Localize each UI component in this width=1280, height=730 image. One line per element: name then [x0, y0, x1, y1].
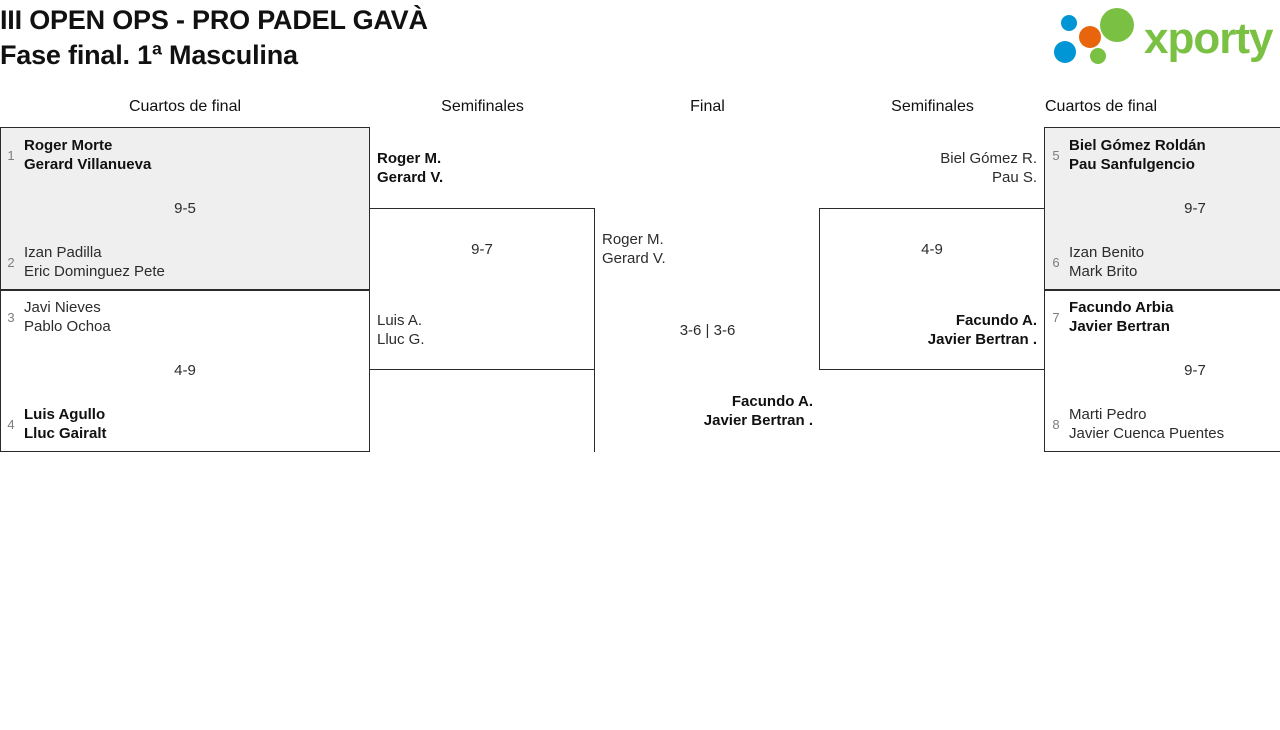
player-name-1: Biel Gómez Roldán	[1069, 137, 1206, 154]
score-qf3: 9-7	[1184, 200, 1206, 217]
tournament-phase: Fase final. 1ª Masculina	[0, 40, 298, 70]
page-title: III OPEN OPS - PRO PADEL GAVÀ Fase final…	[0, 0, 800, 73]
team-sf1-top[interactable]: Roger M. Gerard V.	[377, 149, 443, 187]
player-name-1: Luis A.	[377, 312, 423, 329]
round-header-quarterfinals-right: Cuartos de final	[1045, 98, 1158, 115]
match-box-sf1[interactable]	[369, 208, 595, 370]
player-name-1: Roger Morte	[24, 137, 113, 154]
player-name-1: Facundo A.	[731, 393, 813, 410]
player-name-1: Luis Agullo	[24, 406, 106, 423]
player-name-2: Lluc Gairalt	[24, 425, 107, 442]
logo-dot-orange	[1079, 26, 1101, 48]
logo-dot-blue-top	[1061, 15, 1077, 31]
seed-number: 7	[1052, 309, 1060, 325]
seed-number: 3	[7, 309, 15, 325]
team-qf2-bottom[interactable]: 4 Luis Agullo Lluc Gairalt	[6, 405, 107, 443]
player-name-2: Gerard V.	[377, 169, 444, 186]
seed-number: 4	[7, 416, 15, 432]
score-sf1: 9-7	[471, 241, 493, 258]
tournament-name: III OPEN OPS - PRO PADEL GAVÀ	[0, 5, 428, 35]
score-final: 3-6 | 3-6	[679, 322, 736, 339]
player-name-2: Pau Sanfulgencio	[1069, 156, 1195, 173]
player-name-2: Lluc G.	[377, 331, 425, 348]
player-name-2: Pau S.	[991, 169, 1037, 186]
player-name-2: Eric Dominguez Pete	[24, 263, 165, 280]
player-name-1: Marti Pedro	[1069, 406, 1147, 423]
score-qf1: 9-5	[174, 200, 196, 217]
player-name-1: Izan Padilla	[24, 244, 102, 261]
svg-text:xporty: xporty	[1144, 14, 1274, 63]
player-name-2: Javier Bertran .	[927, 331, 1037, 348]
player-name-2: Javier Bertran	[1069, 318, 1170, 335]
round-header-semifinals-right: Semifinales	[891, 98, 974, 115]
seed-number: 2	[7, 254, 15, 270]
seed-number: 5	[1052, 147, 1060, 163]
player-name-1: Javi Nieves	[24, 299, 101, 316]
team-qf4-top[interactable]: 7 Facundo Arbia Javier Bertran	[1051, 298, 1173, 336]
team-final-right[interactable]: Facundo A. Javier Bertran .	[595, 392, 813, 430]
match-box-qf1[interactable]	[0, 127, 370, 290]
player-name-2: Gerard Villanueva	[24, 156, 152, 173]
seed-number: 6	[1052, 254, 1060, 270]
player-name-1: Roger M.	[377, 150, 442, 167]
score-sf2: 4-9	[921, 241, 943, 258]
match-box-sf2[interactable]	[819, 208, 1045, 370]
match-box-qf2[interactable]	[0, 290, 370, 452]
score-qf2: 4-9	[174, 362, 196, 379]
player-name-2: Gerard V.	[602, 250, 666, 267]
team-sf1-bottom[interactable]: Luis A. Lluc G.	[377, 311, 425, 349]
player-name-1: Facundo A.	[955, 312, 1037, 329]
round-header-semifinals-left: Semifinales	[441, 98, 524, 115]
final-rail-left	[594, 290, 595, 452]
team-qf3-top[interactable]: 5 Biel Gómez Roldán Pau Sanfulgencio	[1051, 136, 1206, 174]
seed-number: 8	[1052, 416, 1060, 432]
round-header-final: Final	[690, 98, 725, 115]
team-sf2-top[interactable]: Biel Gómez R. Pau S.	[827, 149, 1037, 187]
player-name-1: Izan Benito	[1069, 244, 1145, 261]
logo-dot-blue-bottom	[1054, 41, 1076, 63]
score-qf4: 9-7	[1184, 362, 1206, 379]
team-sf2-bottom[interactable]: Facundo A. Javier Bertran .	[827, 311, 1037, 349]
team-qf3-bottom[interactable]: 6 Izan Benito Mark Brito	[1051, 243, 1144, 281]
player-name-2: Mark Brito	[1069, 263, 1138, 280]
team-qf2-top[interactable]: 3 Javi Nieves Pablo Ochoa	[6, 298, 111, 336]
match-box-qf4[interactable]	[1044, 290, 1280, 452]
player-name-1: Facundo Arbia	[1069, 299, 1174, 316]
team-final-left[interactable]: Roger M. Gerard V.	[602, 230, 666, 268]
player-name-2: Javier Bertran .	[703, 412, 813, 429]
logo-dot-green-small	[1090, 48, 1106, 64]
round-header-quarterfinals-left: Cuartos de final	[128, 98, 242, 115]
player-name-2: Pablo Ochoa	[24, 318, 111, 335]
xporty-logo[interactable]: xporty	[1044, 6, 1274, 68]
team-qf1-top[interactable]: 1 Roger Morte Gerard Villanueva	[6, 136, 151, 174]
player-name-2: Javier Cuenca Puentes	[1069, 425, 1225, 442]
match-box-qf3[interactable]	[1044, 127, 1280, 290]
logo-dot-green-large	[1100, 8, 1134, 42]
team-qf4-bottom[interactable]: 8 Marti Pedro Javier Cuenca Puentes	[1051, 405, 1224, 443]
player-name-1: Roger M.	[602, 231, 664, 248]
team-qf1-bottom[interactable]: 2 Izan Padilla Eric Dominguez Pete	[6, 243, 165, 281]
player-name-1: Biel Gómez R.	[940, 150, 1037, 167]
seed-number: 1	[7, 147, 15, 163]
